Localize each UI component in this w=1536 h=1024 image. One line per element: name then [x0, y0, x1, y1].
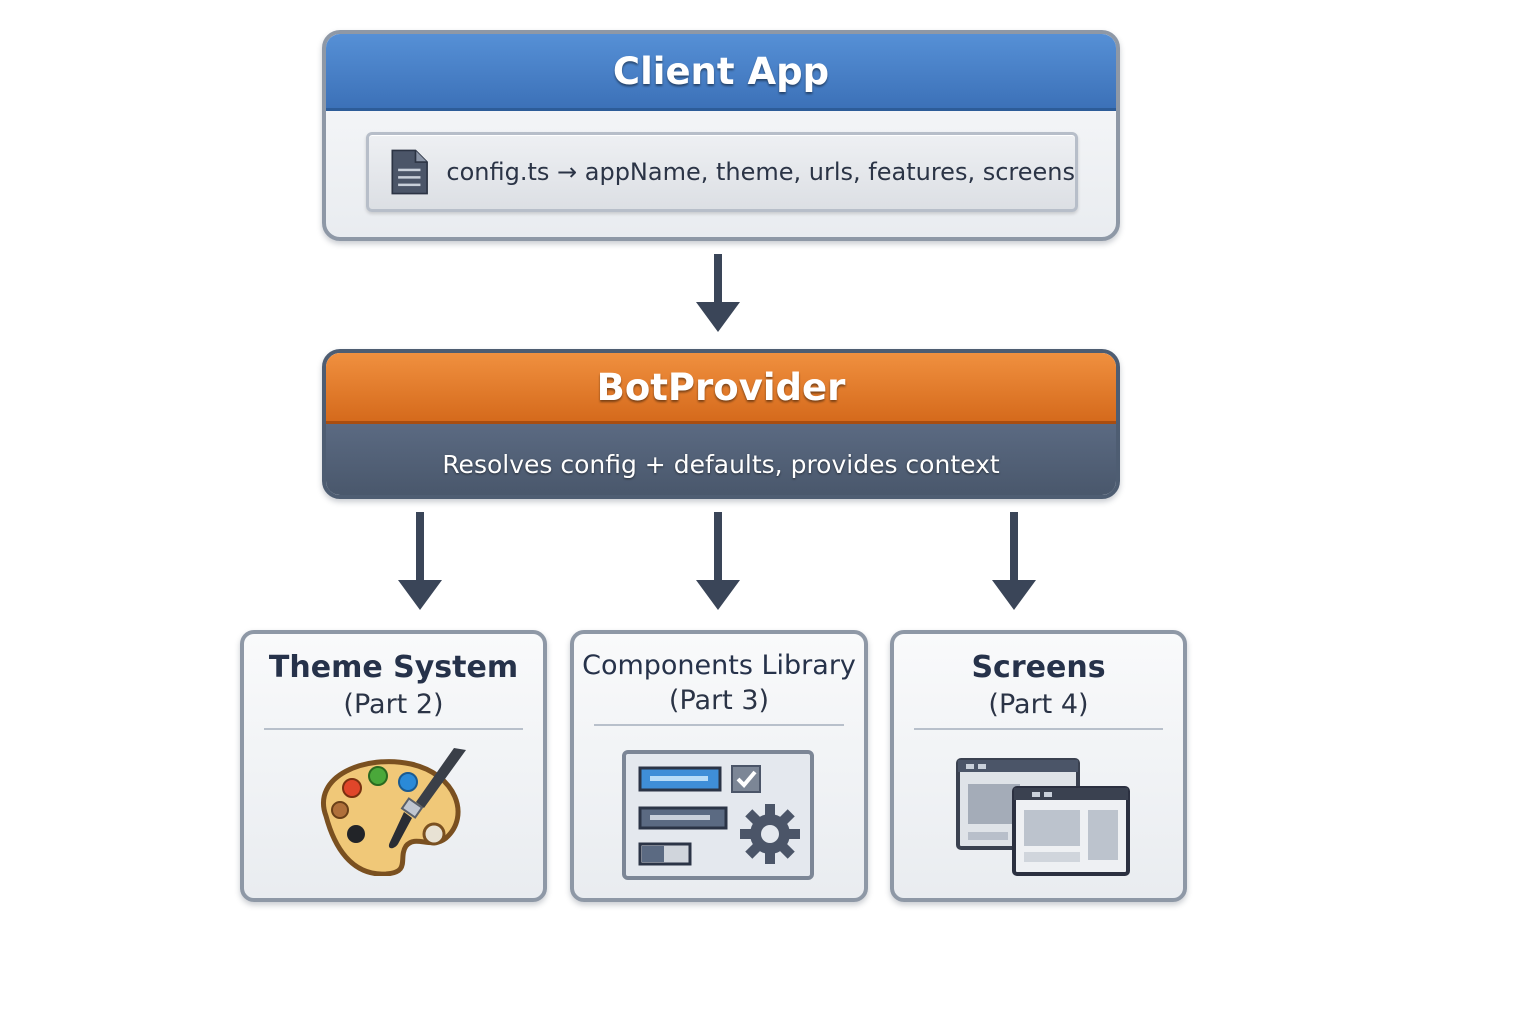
document-icon — [391, 149, 428, 195]
card-subtitle: (Part 2) — [343, 689, 444, 720]
ui-components-icon — [622, 750, 814, 880]
arrow-down-icon — [398, 512, 442, 610]
client-app-box: Client App config.ts → appName, theme, u… — [322, 30, 1120, 241]
bot-provider-description: Resolves config + defaults, provides con… — [442, 449, 1000, 479]
bot-provider-header: BotProvider — [326, 353, 1116, 424]
card-subtitle: (Part 4) — [988, 689, 1089, 720]
client-app-title: Client App — [612, 49, 830, 93]
card-title: Theme System — [268, 650, 519, 685]
card-subtitle: (Part 3) — [668, 685, 770, 716]
bot-provider-box: BotProvider Resolves config + defaults, … — [322, 349, 1120, 499]
arrow-down-icon — [992, 512, 1036, 610]
screens-card: Screens (Part 4) — [890, 630, 1187, 902]
card-divider — [914, 728, 1163, 730]
config-description: config.ts → appName, theme, urls, featur… — [446, 158, 1075, 186]
card-divider — [594, 724, 844, 726]
config-row: config.ts → appName, theme, urls, featur… — [366, 132, 1078, 212]
palette-icon — [321, 748, 466, 876]
components-library-card: Components Library (Part 3) — [570, 630, 868, 902]
arrow-down-icon — [696, 512, 740, 610]
client-app-header: Client App — [326, 34, 1116, 111]
bot-provider-title: BotProvider — [596, 365, 846, 409]
theme-system-card: Theme System (Part 2) — [240, 630, 547, 902]
bot-provider-body: Resolves config + defaults, provides con… — [326, 424, 1116, 495]
windows-icon — [956, 758, 1130, 876]
card-divider — [264, 728, 523, 730]
card-title: Components Library — [582, 650, 856, 681]
card-title: Screens — [971, 650, 1106, 685]
arrow-down-icon — [696, 254, 740, 332]
